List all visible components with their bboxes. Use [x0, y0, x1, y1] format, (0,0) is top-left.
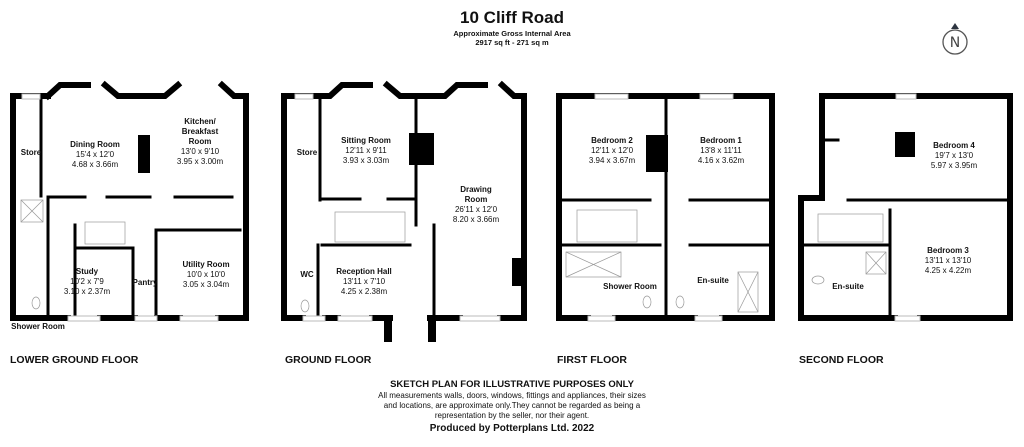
producer-credit: Produced by Potterplans Ltd. 2022	[429, 423, 595, 434]
area-subtitle: Approximate Gross Internal Area	[453, 29, 571, 38]
room-label-wc: WC	[300, 270, 314, 279]
area-value: 2917 sq ft - 271 sq m	[475, 38, 549, 47]
north-compass-icon: N	[938, 22, 972, 56]
room-label-en-suite: En-suite	[832, 282, 864, 291]
lower-ground-walls	[10, 80, 249, 321]
room-label-store: Store	[296, 148, 318, 157]
disclaimer-body: All measurements walls, doors, windows, …	[378, 391, 646, 420]
room-label-en-suite: En-suite	[697, 276, 729, 285]
first-floor-walls	[556, 93, 775, 321]
room-label-shower-room: Shower Room	[11, 322, 65, 331]
floor-title-second: SECOND FLOOR	[799, 354, 884, 366]
floor-title-lower-ground: LOWER GROUND FLOOR	[10, 354, 139, 366]
disclaimer-heading: SKETCH PLAN FOR ILLUSTRATIVE PURPOSES ON…	[390, 379, 634, 390]
property-title: 10 Cliff Road	[460, 8, 564, 27]
floor-title-first: FIRST FLOOR	[557, 354, 627, 366]
floor-title-ground: GROUND FLOOR	[285, 354, 372, 366]
svg-text:N: N	[950, 35, 960, 51]
ground-floor-walls	[281, 80, 527, 342]
room-label-shower-room: Shower Room	[603, 282, 657, 291]
room-label-store: Store	[20, 148, 42, 157]
room-label-pantry: Pantry	[132, 278, 158, 287]
